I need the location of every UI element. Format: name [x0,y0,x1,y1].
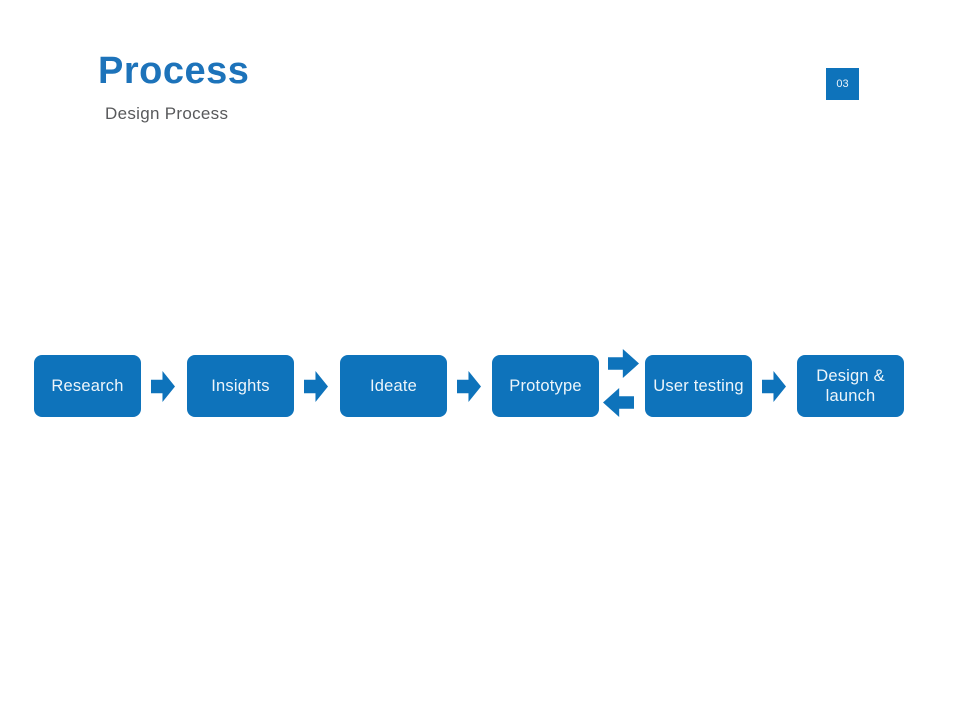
process-step-ideate: Ideate [340,355,447,417]
process-step-design-launch: Design & launch [797,355,904,417]
forward-arrow-icon [304,371,328,402]
slide-title: Process [98,50,250,92]
page-number-badge: 03 [826,68,859,100]
process-step-label: Prototype [509,376,582,395]
process-step-user-testing: User testing [645,355,752,417]
process-step-prototype: Prototype [492,355,599,417]
backward-arrow-icon [603,388,634,417]
process-step-insights: Insights [187,355,294,417]
forward-arrow-icon [151,371,175,402]
forward-arrow-icon [608,349,639,378]
process-step-research: Research [34,355,141,417]
process-step-label: Insights [211,376,270,395]
page-number: 03 [836,78,849,90]
process-step-label: Design & launch [816,366,885,405]
forward-arrow-icon [762,371,786,402]
slide-subtitle: Design Process [105,104,229,123]
process-step-label: User testing [653,376,744,395]
forward-arrow-icon [457,371,481,402]
process-step-label: Research [51,376,124,395]
process-step-label: Ideate [369,376,418,395]
